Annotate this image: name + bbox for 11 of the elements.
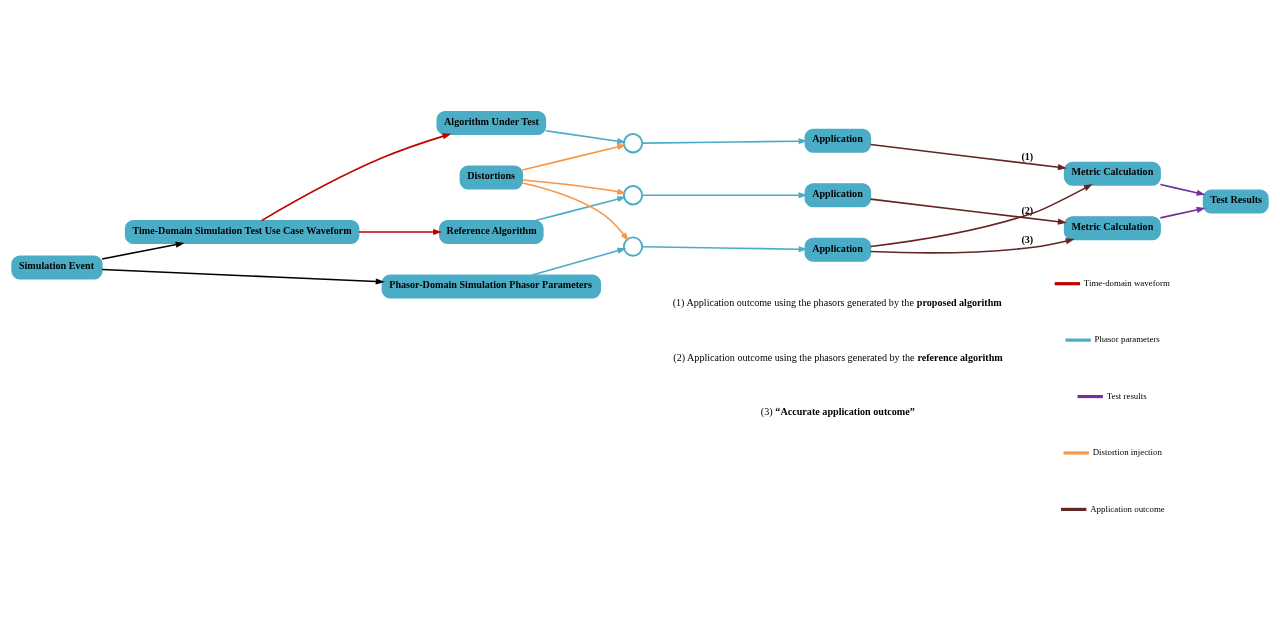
- label: (2) Application outcome using the phasors generated by the reference algorithm: [673, 351, 1003, 363]
- edge-label: (1): [1021, 150, 1034, 162]
- edge-label: (3): [1021, 234, 1034, 246]
- legend-label: Distortion injection: [1092, 447, 1162, 458]
- legend-label: Phasor parameters: [1094, 334, 1160, 345]
- label: (1) Application outcome using the phasors generated by the proposed algorithm: [672, 297, 1002, 309]
- label: (3) “Accurate application outcome”: [760, 406, 915, 418]
- legend-label: Time-domain waveform: [1083, 278, 1170, 289]
- legend-label: Test results: [1106, 390, 1147, 401]
- edge-label: (2): [1021, 205, 1034, 217]
- legend-label: Application outcome: [1090, 503, 1165, 514]
